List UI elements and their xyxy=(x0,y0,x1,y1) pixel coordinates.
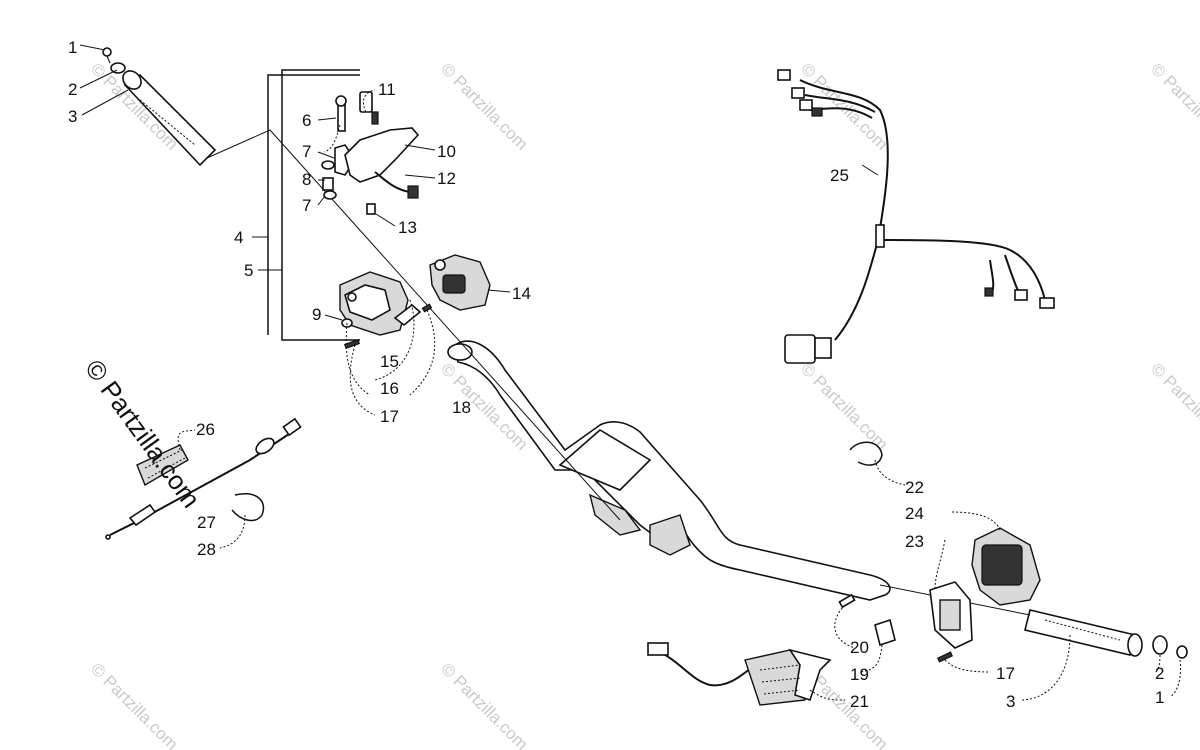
left-switch-housing xyxy=(339,271,433,350)
watermark-main: © Partzilla.com xyxy=(79,354,206,513)
heater-and-bushing xyxy=(647,593,896,706)
right-grip xyxy=(879,584,1188,659)
watermark-faint: © Partzilla.com xyxy=(87,659,181,750)
callout-8: 8 xyxy=(302,170,311,189)
callout-1-right: 1 xyxy=(1155,688,1164,707)
watermark-faint: © Partzilla.com xyxy=(437,659,531,750)
throttle-housing xyxy=(429,254,491,311)
faint-watermarks: © Partzilla.com © Partzilla.com © Partzi… xyxy=(87,59,1200,750)
brake-lever-group xyxy=(321,91,420,215)
callout-3-right: 3 xyxy=(1006,692,1015,711)
callout-9: 9 xyxy=(312,305,321,324)
callout-2-right: 2 xyxy=(1155,664,1164,683)
callout-11: 11 xyxy=(378,80,396,99)
watermark-faint: © Partzilla.com xyxy=(797,359,891,453)
callout-5: 5 xyxy=(244,261,253,280)
callout-14: 14 xyxy=(512,284,531,303)
callout-10: 10 xyxy=(437,142,456,161)
callout-2-left: 2 xyxy=(68,80,77,99)
callout-18: 18 xyxy=(452,398,471,417)
callout-3-left: 3 xyxy=(68,107,77,126)
callout-1-left: 1 xyxy=(68,38,77,57)
callout-12: 12 xyxy=(437,169,456,188)
callout-17-left: 17 xyxy=(380,407,399,426)
callout-20: 20 xyxy=(850,638,869,657)
wiring-harness xyxy=(777,69,1055,364)
callout-7-lower: 7 xyxy=(302,196,311,215)
callout-23: 23 xyxy=(905,532,924,551)
assembly-bracket xyxy=(252,69,360,341)
dashed-leaders xyxy=(177,89,1181,701)
callout-15: 15 xyxy=(380,352,399,371)
callout-21: 21 xyxy=(850,692,869,711)
right-switch-housing xyxy=(849,441,1041,663)
callout-4: 4 xyxy=(234,228,243,247)
callout-24: 24 xyxy=(905,504,924,523)
callout-7-upper: 7 xyxy=(302,142,311,161)
callout-25: 25 xyxy=(830,166,849,185)
watermark-faint: © Partzilla.com xyxy=(437,59,531,153)
watermark-faint: © Partzilla.com xyxy=(1147,359,1200,453)
callout-6: 6 xyxy=(302,111,311,130)
callout-28: 28 xyxy=(197,540,216,559)
solid-leaders xyxy=(79,44,879,321)
callout-16: 16 xyxy=(380,379,399,398)
callout-26: 26 xyxy=(196,420,215,439)
callout-17-right: 17 xyxy=(996,664,1015,683)
callout-13: 13 xyxy=(398,218,417,237)
callout-19: 19 xyxy=(850,665,869,684)
callout-22: 22 xyxy=(905,478,924,497)
watermark-faint: © Partzilla.com xyxy=(1147,59,1200,153)
throttle-cable xyxy=(105,417,302,540)
callout-labels: 1 2 3 4 5 6 7 8 7 9 10 11 12 13 14 15 16… xyxy=(68,38,1164,711)
callout-27: 27 xyxy=(197,513,216,532)
left-grip xyxy=(102,47,621,521)
